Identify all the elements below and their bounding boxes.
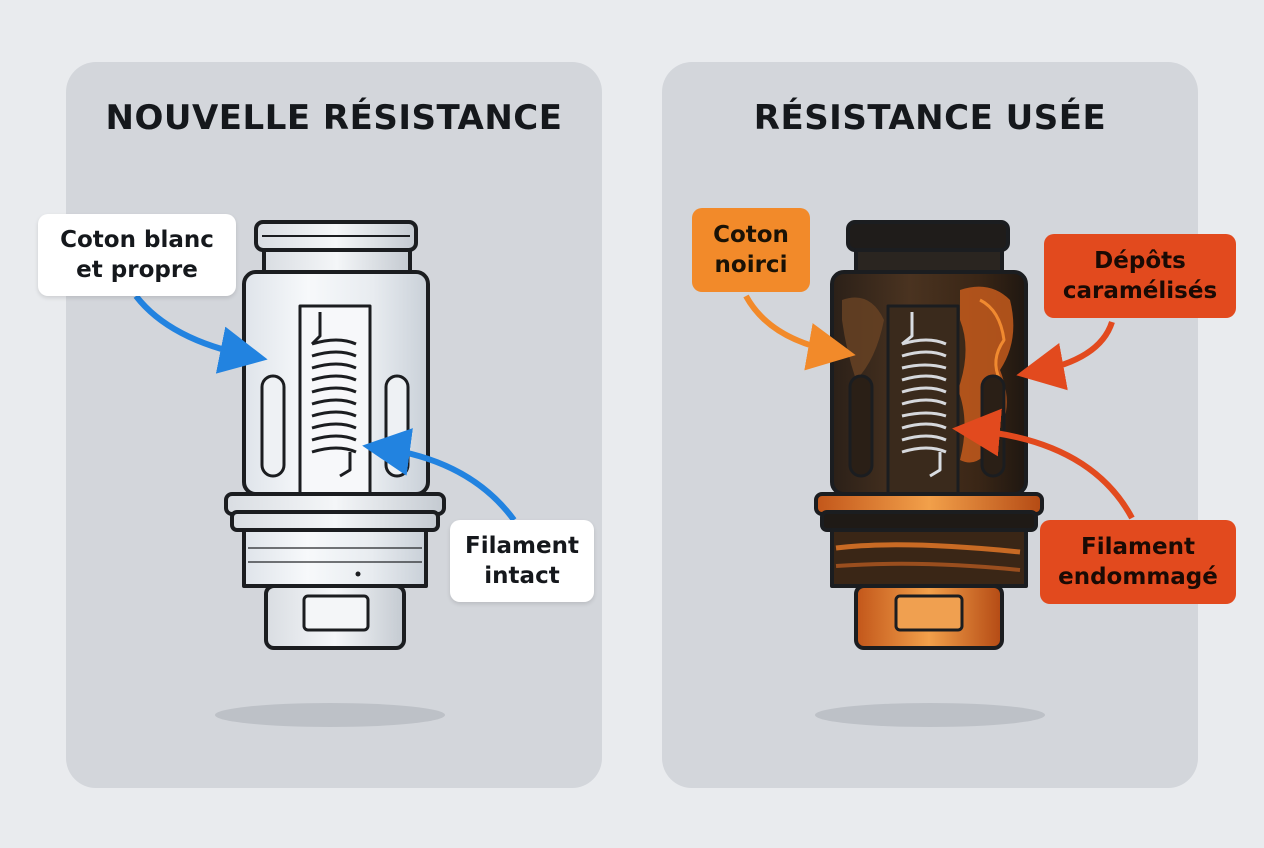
coil-shadow-used [815, 703, 1045, 727]
callout-filament-used-line2: endommagé [1058, 564, 1218, 590]
callout-filament-used-line1: Filament [1081, 534, 1195, 560]
callout-deposits-used-line1: Dépôts [1094, 248, 1186, 274]
callout-cotton-used-line2: noirci [714, 252, 788, 278]
callout-cotton-new-line2: et propre [76, 257, 198, 283]
panel-title-used: RÉSISTANCE USÉE [753, 98, 1107, 138]
panel-used-coil: RÉSISTANCE USÉE [662, 62, 1198, 788]
arrow-deposits-used [1016, 320, 1115, 391]
arrow-cotton-new [133, 294, 268, 374]
callout-filament-new-line2: intact [484, 563, 560, 589]
arrow-filament-used [952, 408, 1135, 520]
callout-cotton-used: Coton noirci [692, 208, 810, 292]
callout-cotton-new: Coton blanc et propre [38, 214, 236, 296]
coil-shadow-new [215, 703, 445, 727]
callout-cotton-used-line1: Coton [713, 222, 789, 248]
panel-title-new: NOUVELLE RÉSISTANCE [105, 98, 563, 138]
new-coil [224, 220, 446, 650]
arrow-cotton-used [743, 294, 856, 371]
callout-deposits-used: Dépôts caramélisés [1044, 234, 1236, 318]
callout-cotton-new-line1: Coton blanc [60, 227, 214, 253]
callout-filament-new-line1: Filament [465, 533, 579, 559]
arrow-filament-new [362, 428, 517, 522]
callout-filament-used: Filament endommagé [1040, 520, 1236, 604]
callout-filament-new: Filament intact [450, 520, 594, 602]
callout-deposits-used-line2: caramélisés [1062, 278, 1218, 304]
